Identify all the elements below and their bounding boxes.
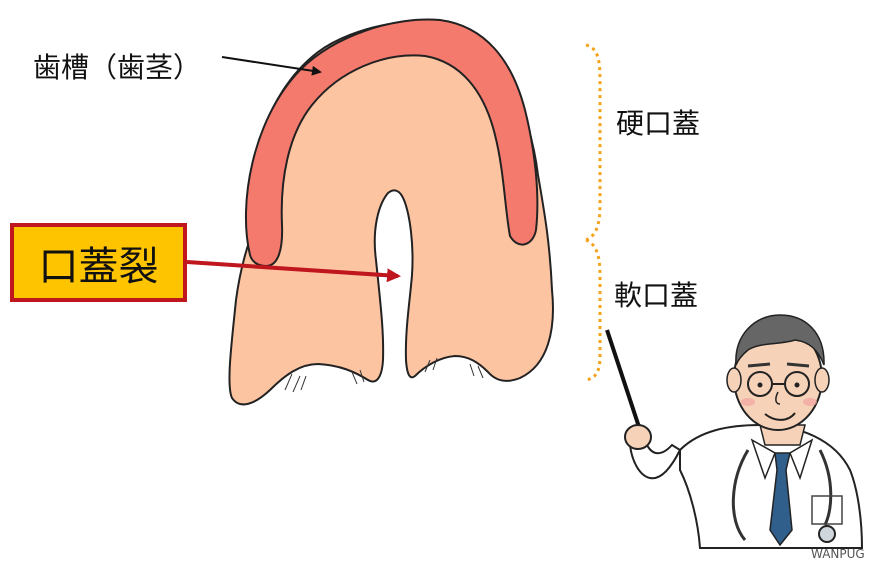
cleft-palate-label: 口蓋裂 <box>39 234 159 292</box>
credit-text: WANPUG <box>811 547 865 561</box>
soft-palate-bracket <box>586 240 600 380</box>
hard-palate-label: 硬口蓋 <box>616 102 700 142</box>
hard-palate-bracket <box>586 45 600 240</box>
cleft-palate-callout: 口蓋裂 <box>10 223 187 302</box>
doctor-illustration <box>607 315 862 548</box>
alveolar-ridge-label: 歯槽（歯茎） <box>33 46 201 86</box>
soft-palate-label: 軟口蓋 <box>614 274 698 314</box>
